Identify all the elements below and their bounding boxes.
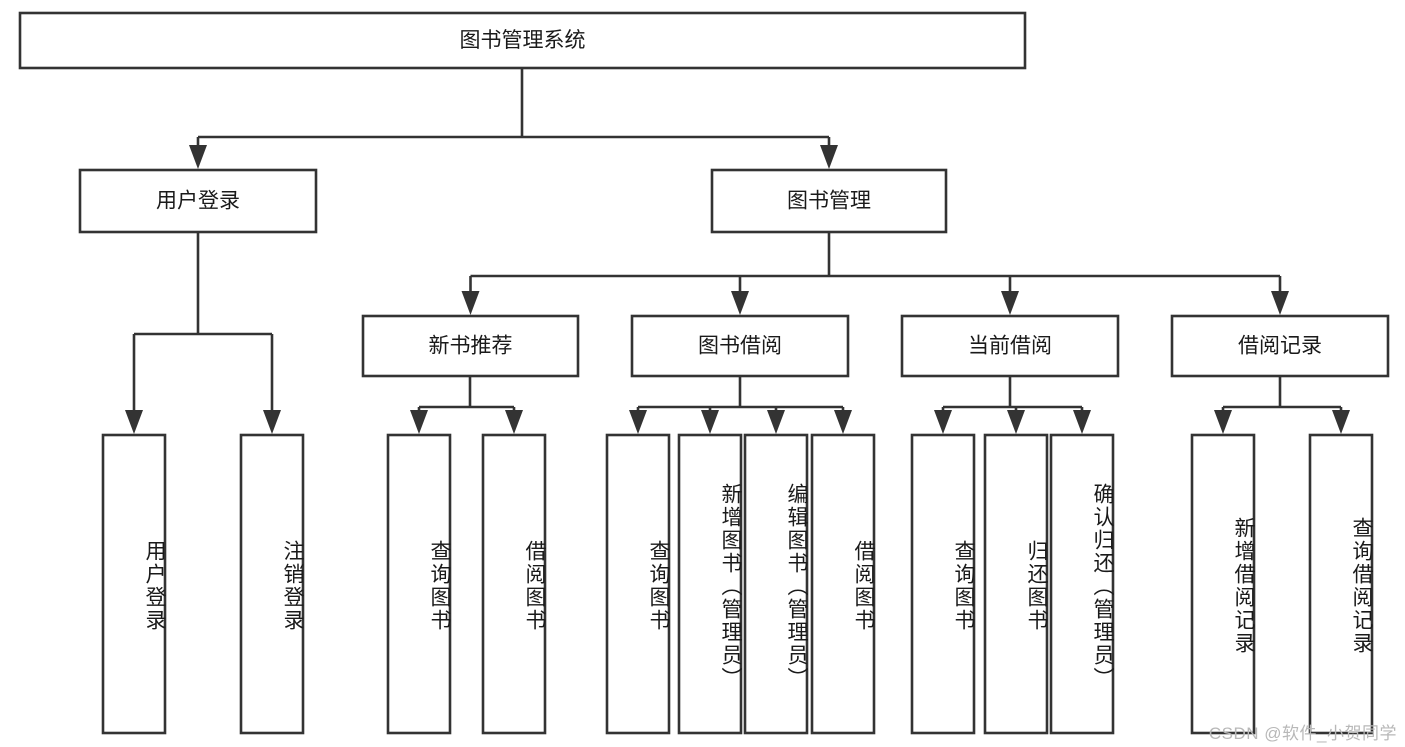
node-box-leaf-query-book-3[interactable]	[910, 433, 976, 735]
connector-layer	[125, 68, 1350, 434]
node-box-root[interactable]	[18, 11, 1027, 70]
node-label-user-login: 用户登录	[156, 190, 240, 213]
node-box-leaf-confirm-return[interactable]	[1049, 433, 1115, 735]
node-box-leaf-borrow-book-1[interactable]	[481, 433, 547, 735]
node-box-current-borrow[interactable]	[900, 314, 1120, 378]
node-label-borrow-record: 借阅记录	[1238, 335, 1322, 358]
node-box-user-login[interactable]	[78, 168, 318, 234]
node-box-leaf-borrow-book-2[interactable]	[810, 433, 876, 735]
arrow-head-leaf-logout	[263, 410, 281, 434]
node-label-root: 图书管理系统	[460, 29, 586, 52]
arrow-head-leaf-query-book-3	[934, 410, 952, 434]
node-box-borrow-record[interactable]	[1170, 314, 1390, 378]
watermark-text: CSDN @软件_小贺同学	[1208, 724, 1397, 743]
arrow-head-leaf-edit-book	[767, 410, 785, 434]
arrow-head-leaf-add-record	[1214, 410, 1232, 434]
node-box-leaf-logout[interactable]	[239, 433, 305, 735]
arrow-head-current-borrow	[1001, 291, 1019, 315]
node-label-current-borrow: 当前借阅	[968, 335, 1052, 358]
arrow-head-leaf-borrow-book-2	[834, 410, 852, 434]
node-box-new-book-rec[interactable]	[361, 314, 580, 378]
arrow-head-leaf-user-login	[125, 410, 143, 434]
arrow-head-user-login	[189, 145, 207, 169]
arrow-head-new-book-rec	[461, 291, 480, 315]
node-box-leaf-query-book-2[interactable]	[605, 433, 671, 735]
arrow-head-leaf-query-book-1	[410, 410, 428, 434]
arrow-head-leaf-confirm-return	[1073, 410, 1091, 434]
node-box-leaf-query-record[interactable]	[1308, 433, 1374, 735]
arrow-head-leaf-add-book	[701, 410, 719, 434]
node-label-book-manage: 图书管理	[787, 190, 871, 213]
node-box-layer	[18, 11, 1390, 735]
node-box-leaf-return-book[interactable]	[983, 433, 1049, 735]
node-label-book-borrow: 图书借阅	[698, 335, 782, 358]
arrow-head-borrow-record	[1271, 291, 1289, 315]
node-box-leaf-user-login[interactable]	[101, 433, 167, 735]
arrow-head-leaf-query-book-2	[629, 410, 647, 434]
node-box-book-manage[interactable]	[710, 168, 948, 234]
node-box-leaf-query-book-1[interactable]	[386, 433, 452, 735]
node-box-leaf-edit-book[interactable]	[743, 433, 809, 735]
node-box-leaf-add-record[interactable]	[1190, 433, 1256, 735]
arrow-head-leaf-query-record	[1332, 410, 1350, 434]
node-label-new-book-rec: 新书推荐	[429, 335, 513, 358]
arrow-head-book-manage	[820, 145, 838, 169]
node-box-leaf-add-book[interactable]	[677, 433, 743, 735]
arrow-head-leaf-borrow-book-1	[505, 410, 523, 434]
arrow-head-leaf-return-book	[1007, 410, 1025, 434]
arrow-head-book-borrow	[731, 291, 749, 315]
node-box-book-borrow[interactable]	[630, 314, 850, 378]
